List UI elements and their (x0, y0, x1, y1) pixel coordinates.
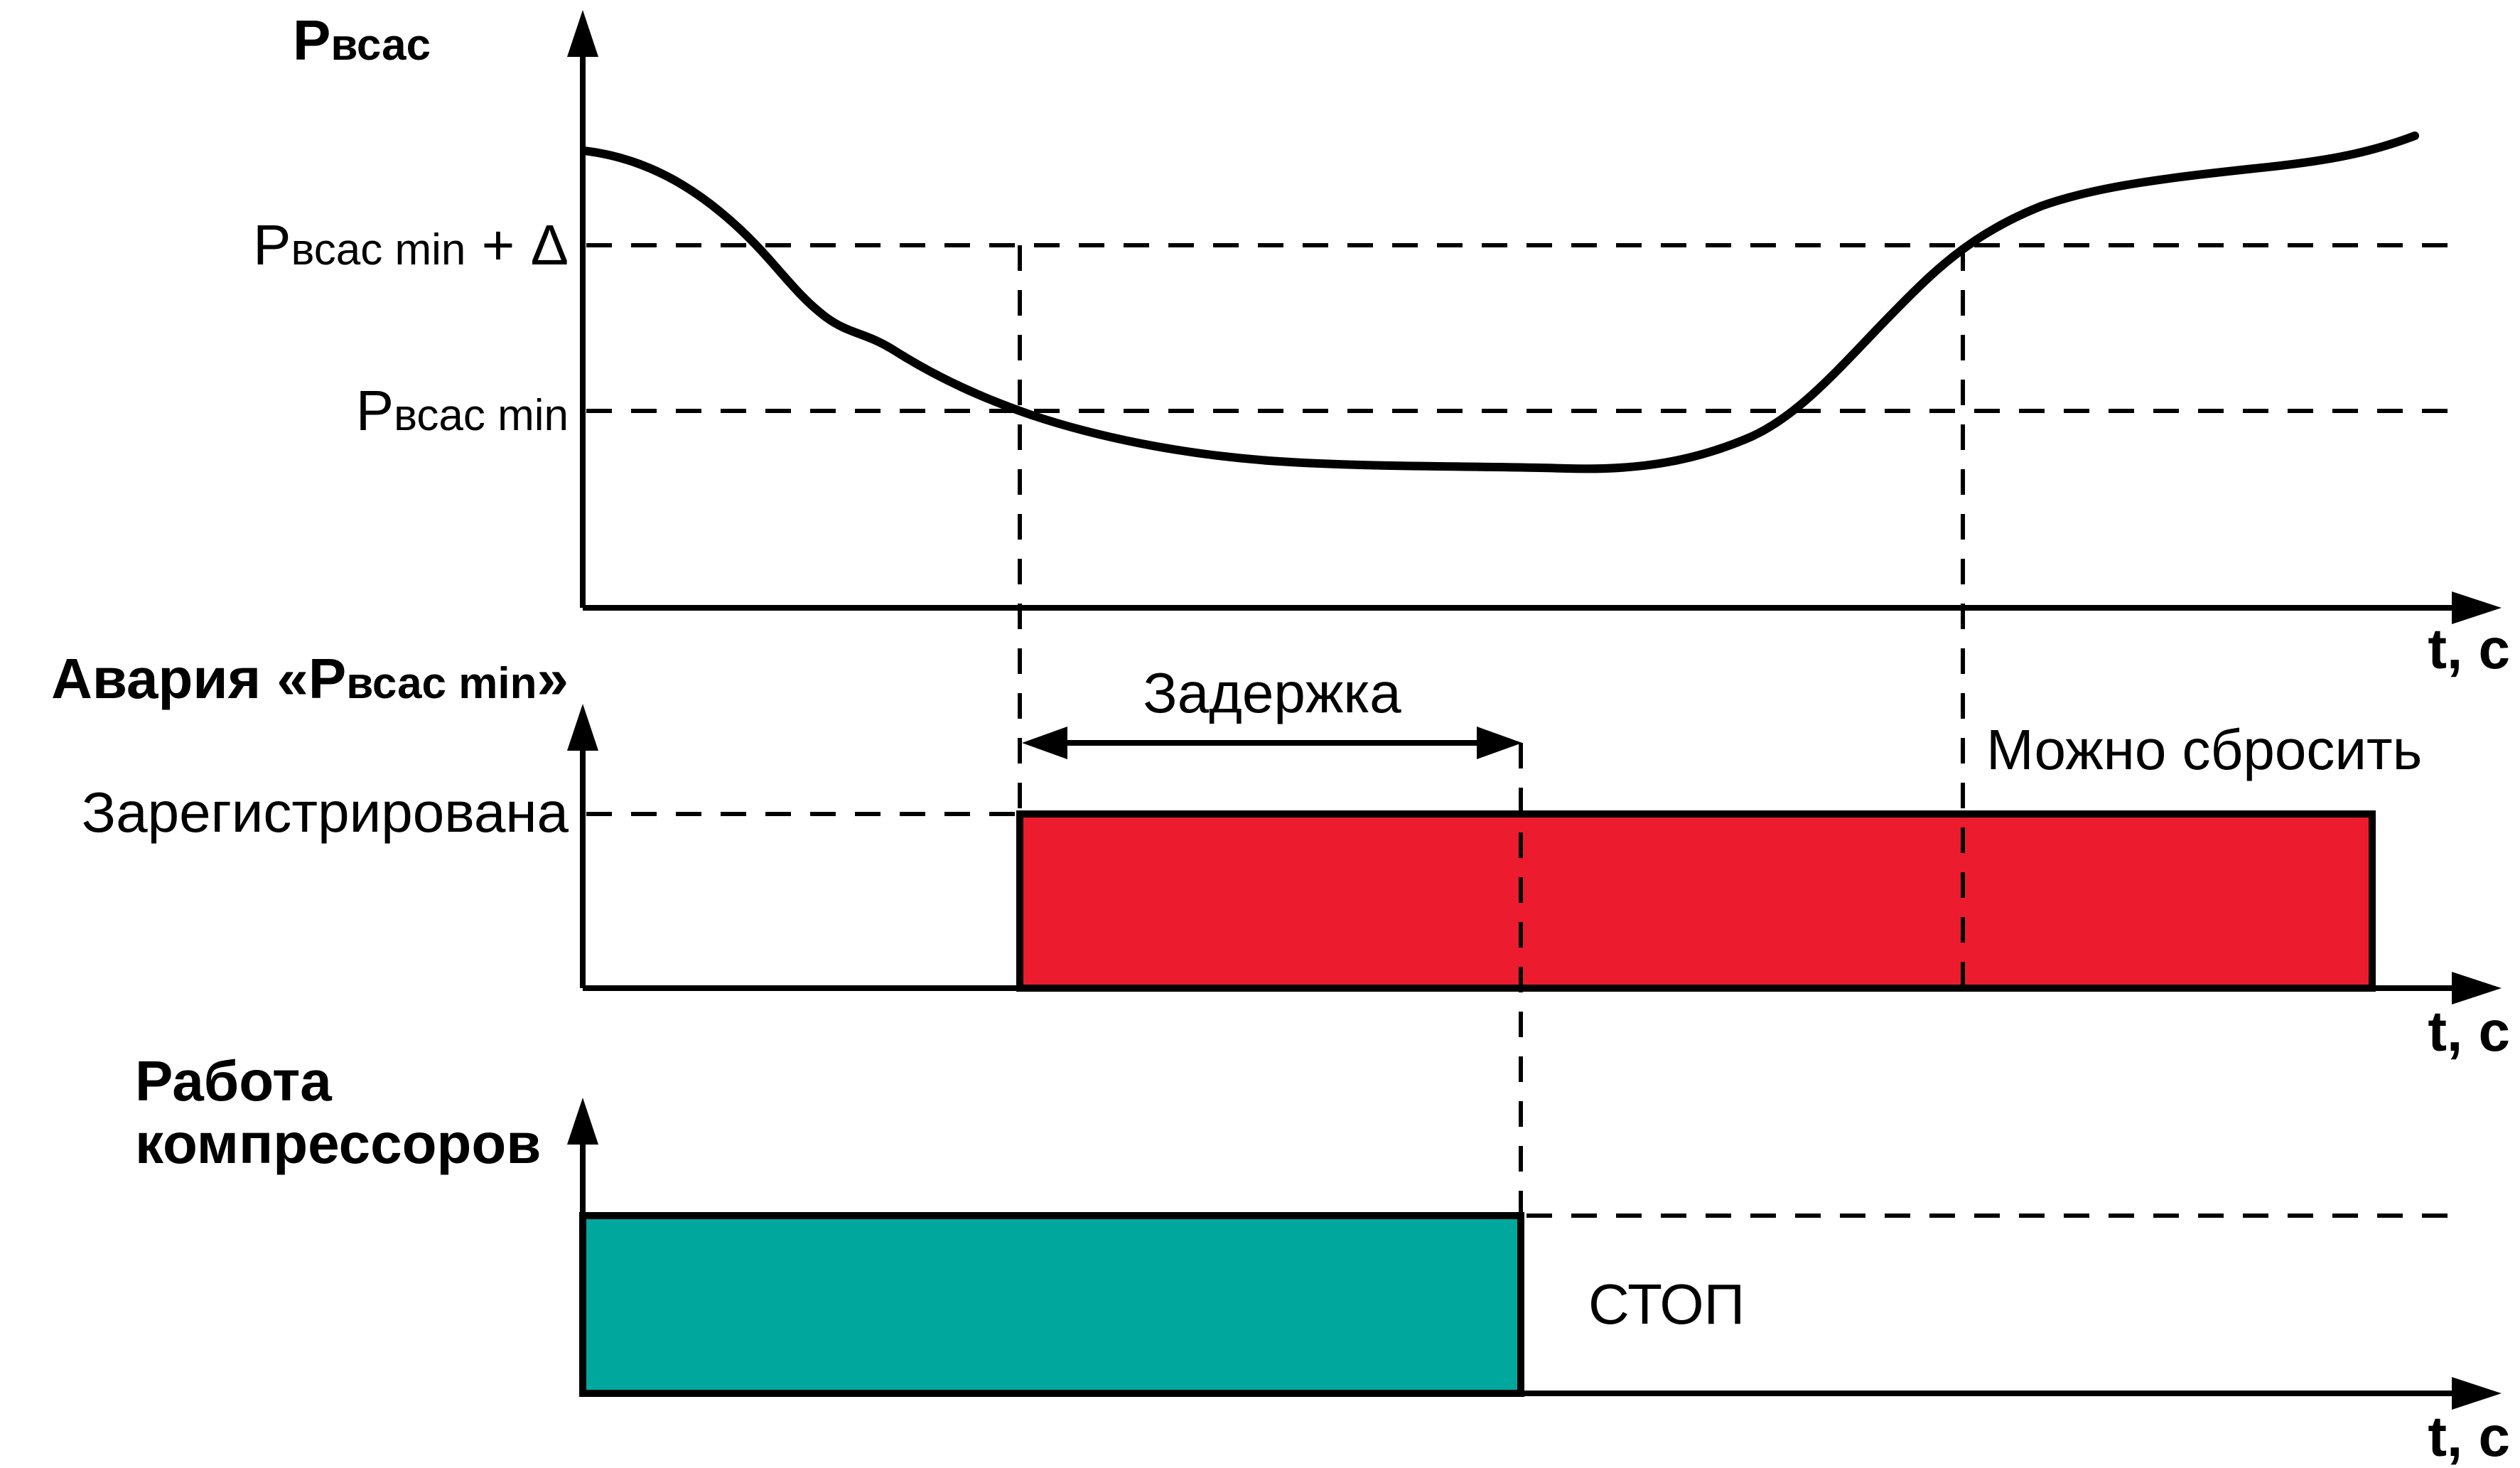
pressure-chart: Рвсас Рвсас min + Δ Рвсас min t, с (253, 9, 2510, 680)
compressor-time-axis-label: t, с (2428, 1405, 2510, 1468)
pressure-axis-label: Рвсас (293, 9, 431, 72)
delay-label: Задержка (1143, 661, 1401, 724)
pressure-time-axis-label: t, с (2428, 617, 2510, 680)
compressor-chart-title-line1: Работа (135, 1049, 332, 1113)
compressor-x-axis-arrow-icon (2452, 1377, 2502, 1410)
pressure-x-axis-arrow-icon (2452, 591, 2502, 624)
alarm-title-prefix: Авария «Р (51, 647, 346, 710)
compressor-running-bar (579, 1212, 1524, 1397)
compressor-chart-title-line2: компрессоров (135, 1112, 541, 1175)
alarm-chart-title: Авария «Рвсас min» (51, 647, 569, 710)
alarm-time-axis-label: t, с (2428, 1000, 2510, 1063)
alarm-active-bar (1016, 810, 2376, 992)
event-markers (1018, 245, 1965, 1216)
alarm-chart: Авария «Рвсас min» Зарегистрирована Заде… (51, 647, 2510, 1063)
compressor-chart: Работа компрессоров СТОП t, с (135, 1049, 2510, 1468)
alarm-title-sub: всас min (346, 659, 537, 708)
reset-allowed-label: Можно сбросить (1986, 718, 2422, 781)
alarm-y-axis-arrow-icon (567, 704, 598, 751)
delay-arrow-right-icon (1477, 727, 1522, 759)
alarm-title-suffix: » (537, 647, 569, 710)
delay-arrow-left-icon (1022, 727, 1067, 759)
pressure-axis-label-main: Р (293, 9, 330, 72)
pressure-axis-label-sub: всас (330, 21, 431, 70)
lower-threshold-label: Рвсас min (356, 379, 569, 442)
lower-threshold-label-main: Р (356, 379, 394, 442)
registered-level-label: Зарегистрирована (82, 781, 569, 844)
upper-threshold-label-sub: всас min (291, 225, 466, 274)
pressure-y-axis-arrow-icon (567, 10, 598, 57)
stop-label: СТОП (1588, 1273, 1745, 1336)
upper-threshold-label: Рвсас min + Δ (253, 213, 569, 277)
compressor-y-axis-arrow-icon (567, 1098, 598, 1145)
pressure-curve (580, 132, 2419, 473)
lower-threshold-label-sub: всас min (394, 391, 569, 440)
upper-threshold-label-suffix: + Δ (465, 213, 569, 277)
upper-threshold-label-main: Р (253, 213, 291, 277)
alarm-x-axis-arrow-icon (2452, 972, 2502, 1004)
